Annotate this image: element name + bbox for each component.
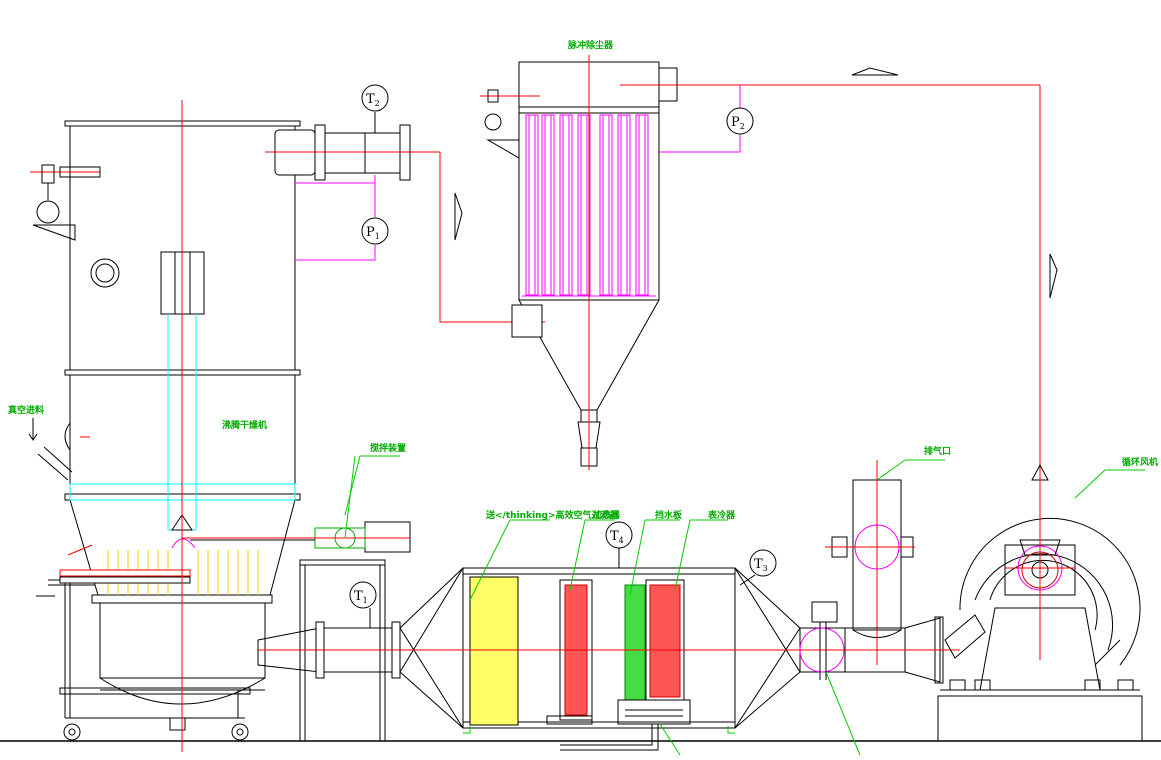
instrument-t4: T4 bbox=[605, 521, 633, 568]
dryer-outlet-duct bbox=[265, 124, 545, 323]
svg-text:T1: T1 bbox=[354, 589, 368, 605]
svg-text:T2: T2 bbox=[366, 92, 380, 108]
cooler-coil bbox=[649, 584, 681, 698]
flow-arrow-2 bbox=[851, 67, 899, 76]
hepa-filter-panel bbox=[469, 576, 519, 726]
instrument-p2: P2 bbox=[726, 107, 754, 135]
svg-text:T4: T4 bbox=[610, 529, 624, 545]
instrument-t2: T2 bbox=[361, 84, 389, 112]
instrument-p1: P1 bbox=[361, 217, 389, 245]
circulating-fan bbox=[937, 463, 1143, 742]
instrument-t3: T3 bbox=[739, 549, 777, 586]
vacuum-feed-arrow-icon bbox=[28, 418, 38, 441]
water-retainer-label: 挡水板 bbox=[655, 509, 683, 521]
heater-label: 加热器 bbox=[592, 509, 621, 521]
filter-bags bbox=[522, 114, 656, 297]
cooler-label: 表冷器 bbox=[707, 509, 736, 521]
hepa-filter-label: 送</thinking>高效空气过滤器 bbox=[485, 509, 619, 521]
stirring-device bbox=[182, 455, 411, 553]
fluid-bed-dryer bbox=[30, 100, 301, 752]
dryer-label: 沸腾干燥机 bbox=[222, 419, 267, 431]
stirring-device-label: 搅拌装置 bbox=[370, 442, 406, 454]
svg-text:P1: P1 bbox=[366, 225, 380, 241]
support-stand bbox=[299, 559, 386, 741]
dust-collector-label: 脉冲除尘器 bbox=[567, 39, 614, 51]
circulating-fan-label: 循环风机 bbox=[1122, 456, 1158, 468]
svg-text:P2: P2 bbox=[731, 115, 745, 131]
flow-arrow-1 bbox=[454, 192, 463, 241]
exhaust-port-label: 排气口 bbox=[924, 445, 951, 457]
label-leaders bbox=[344, 455, 1145, 756]
water-retainer-plate bbox=[624, 584, 646, 701]
air-handling-unit bbox=[462, 567, 736, 751]
pulse-dust-collector bbox=[480, 55, 1041, 480]
dryer-relief-valve bbox=[30, 164, 101, 241]
outlet-transition bbox=[734, 567, 846, 729]
vacuum-feed-label: 真空进料 bbox=[8, 404, 44, 416]
svg-text:T3: T3 bbox=[754, 557, 768, 573]
instrument-t1: T1 bbox=[349, 581, 377, 609]
flow-arrow-3 bbox=[1049, 253, 1058, 299]
